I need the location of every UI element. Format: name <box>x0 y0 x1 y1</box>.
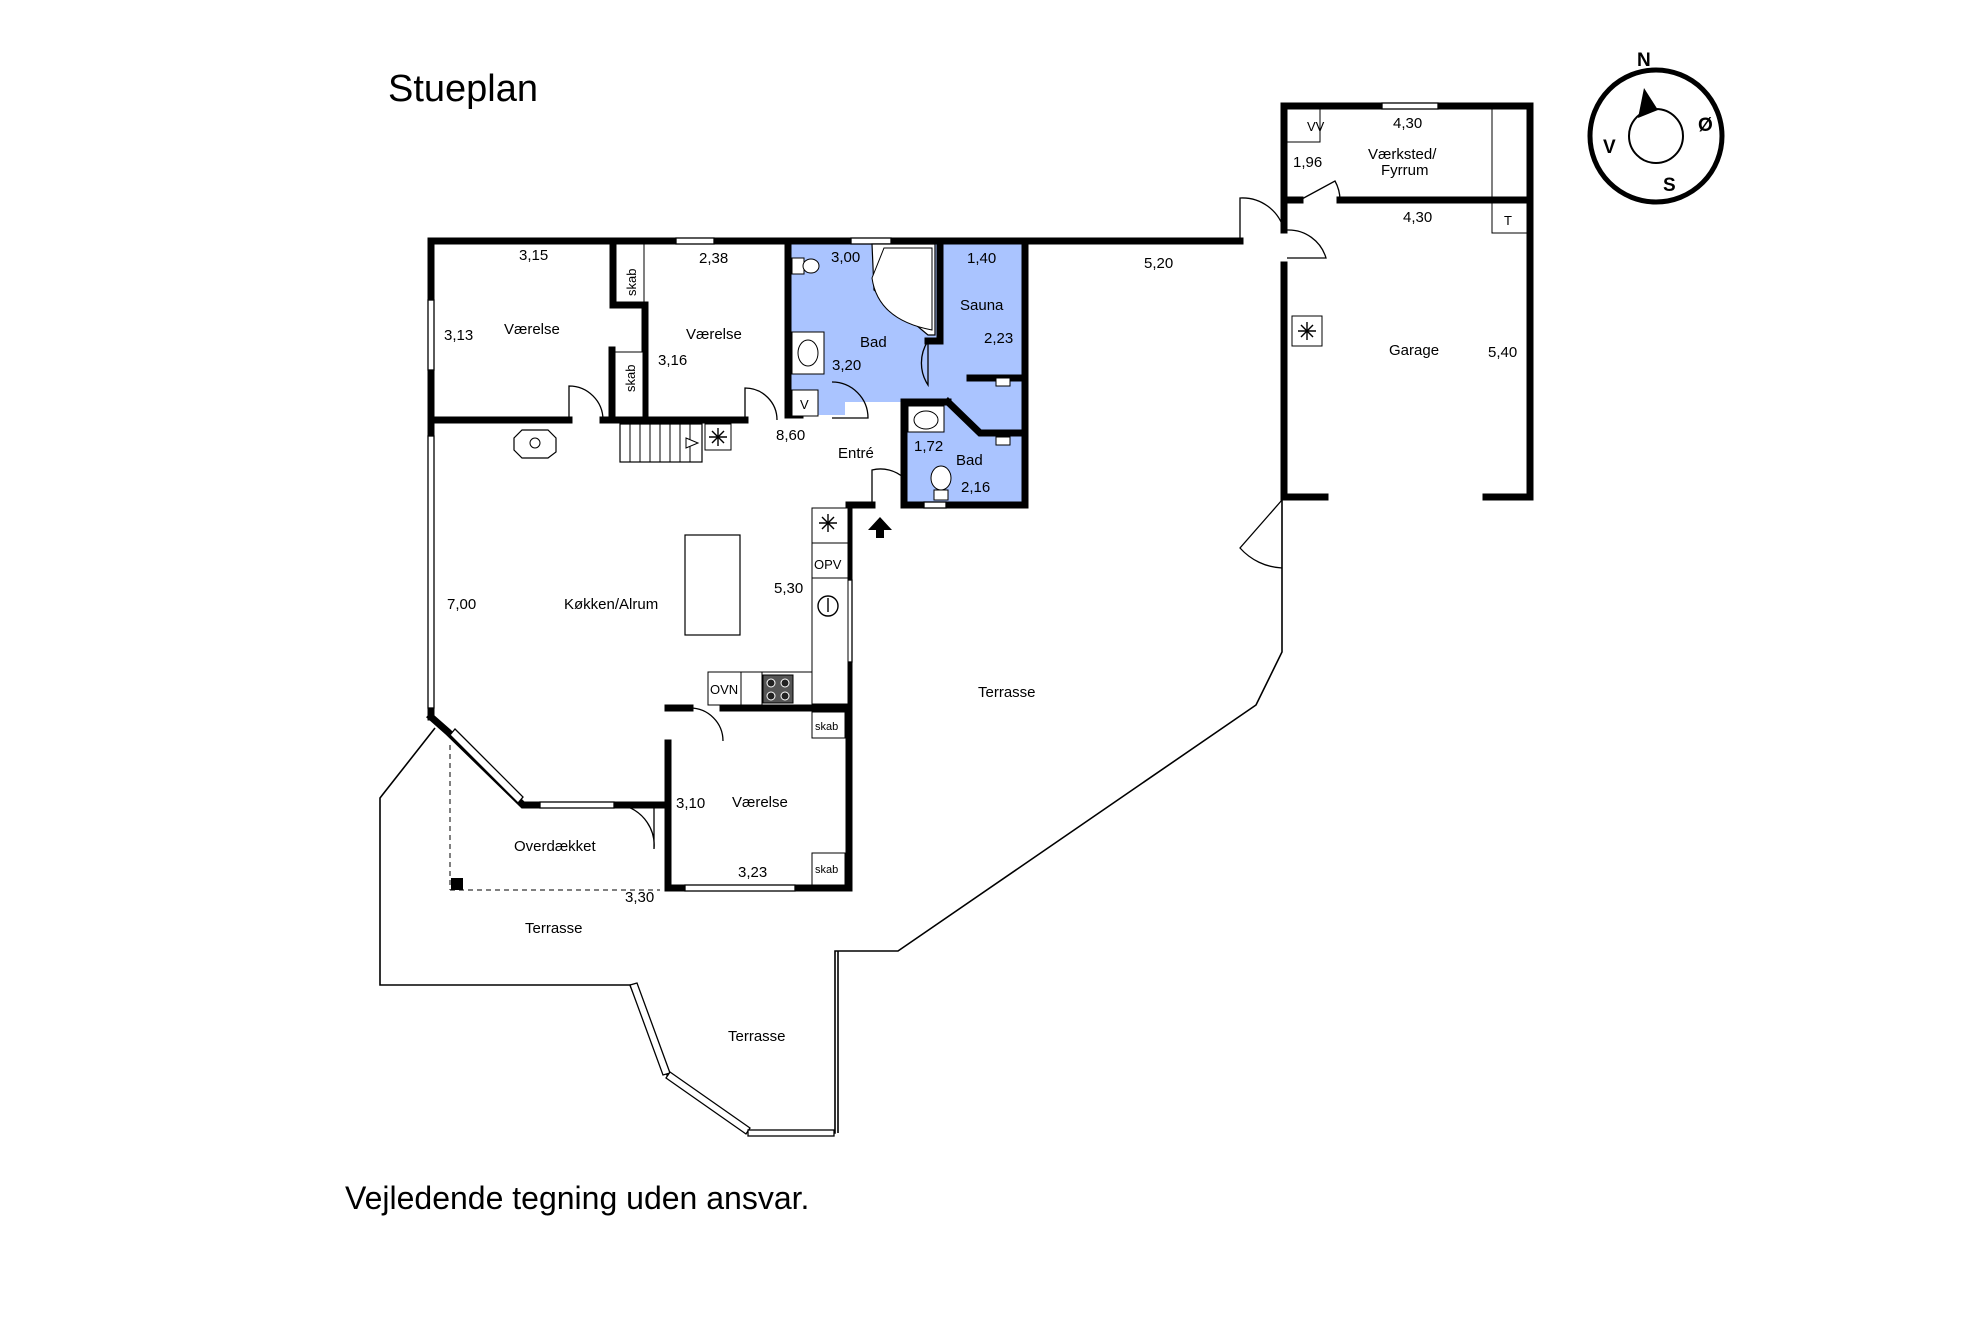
room-label-terrasse-bottom: Terrasse <box>728 1028 786 1045</box>
dim-v3-depth: 3,10 <box>676 795 705 812</box>
dim-bad1-width: 3,00 <box>831 249 860 266</box>
fixture-label-opv: OPV <box>814 557 842 572</box>
room-label-vaerksted: Værksted/ <box>1368 146 1437 163</box>
room-label-terrasse-left: Terrasse <box>525 920 583 937</box>
snowflake-icon <box>1291 315 1323 347</box>
windows <box>427 102 1439 1137</box>
fixture-label-v: V <box>800 397 809 412</box>
fixture-label-skab-3: skab <box>815 721 838 733</box>
compass: N S Ø V <box>1587 50 1725 205</box>
fixture-label-skab-2: skab <box>623 365 638 392</box>
dim-entre: 8,60 <box>776 427 805 444</box>
dim-v3-width: 3,23 <box>738 864 767 881</box>
dim-v2-depth: 3,16 <box>658 352 687 369</box>
dim-vaerksted-depth: 1,96 <box>1293 154 1322 171</box>
room-label-sauna: Sauna <box>960 297 1004 314</box>
dim-garage-width: 4,30 <box>1403 209 1432 226</box>
room-labels: Værelse Værelse Bad Sauna Bad Entré Køkk… <box>504 146 1439 1045</box>
dimension-labels: 3,15 3,13 2,38 3,16 3,00 3,20 1,40 2,23 … <box>444 115 1517 906</box>
fixture-label-skab-1: skab <box>624 269 639 296</box>
wet-room-fills <box>788 244 1025 505</box>
disclaimer: Vejledende tegning uden ansvar. <box>345 1180 810 1216</box>
room-label-fyrrum: Fyrrum <box>1381 162 1429 179</box>
room-label-vaerelse-2: Værelse <box>686 326 742 343</box>
dim-overdaekket-width: 3,30 <box>625 889 654 906</box>
room-label-koekken: Køkken/Alrum <box>564 596 658 613</box>
room-label-overdaekket: Overdækket <box>514 838 597 855</box>
dim-sauna-width: 1,40 <box>967 250 996 267</box>
dim-vaerksted-width: 4,30 <box>1393 115 1422 132</box>
dim-sauna-depth: 2,23 <box>984 330 1013 347</box>
dim-bad2-width: 1,72 <box>914 438 943 455</box>
room-label-bad-2: Bad <box>956 452 983 469</box>
compass-north: N <box>1637 50 1651 71</box>
fixture-label-ovn: OVN <box>710 682 738 697</box>
dim-v1-width: 3,15 <box>519 247 548 264</box>
dim-bad2-depth: 2,16 <box>961 479 990 496</box>
doors <box>568 180 1341 850</box>
dim-koekken-width: 5,30 <box>774 580 803 597</box>
room-label-entre: Entré <box>838 445 874 462</box>
snowflake-icons <box>704 315 1323 532</box>
room-label-terrasse-main: Terrasse <box>978 684 1036 701</box>
fixture-label-vv: VV <box>1307 119 1325 134</box>
compass-south: S <box>1663 175 1676 196</box>
snowflake-icon <box>704 423 732 451</box>
fixture-label-skab-4: skab <box>815 864 838 876</box>
fixture-labels: skab skab skab skab V OPV OVN VV T <box>623 119 1512 876</box>
dim-garage-depth: 5,40 <box>1488 344 1517 361</box>
fixture-label-t: T <box>1504 213 1512 228</box>
dim-v1-depth: 3,13 <box>444 327 473 344</box>
north-arrow-icon <box>1638 88 1658 118</box>
compass-west: V <box>1603 137 1616 158</box>
room-label-garage: Garage <box>1389 342 1439 359</box>
dim-koekken-depth: 7,00 <box>447 596 476 613</box>
snowflake-icon <box>819 514 837 532</box>
room-label-bad-1: Bad <box>860 334 887 351</box>
room-label-vaerelse-3: Værelse <box>732 794 788 811</box>
dim-terrasse-top: 5,20 <box>1144 255 1173 272</box>
dim-v2-width: 2,38 <box>699 250 728 267</box>
compass-east: Ø <box>1698 115 1713 136</box>
page-title: Stueplan <box>388 68 539 110</box>
dim-bad1-depth: 3,20 <box>832 357 861 374</box>
room-label-vaerelse-1: Værelse <box>504 321 560 338</box>
fixtures <box>513 108 1528 886</box>
